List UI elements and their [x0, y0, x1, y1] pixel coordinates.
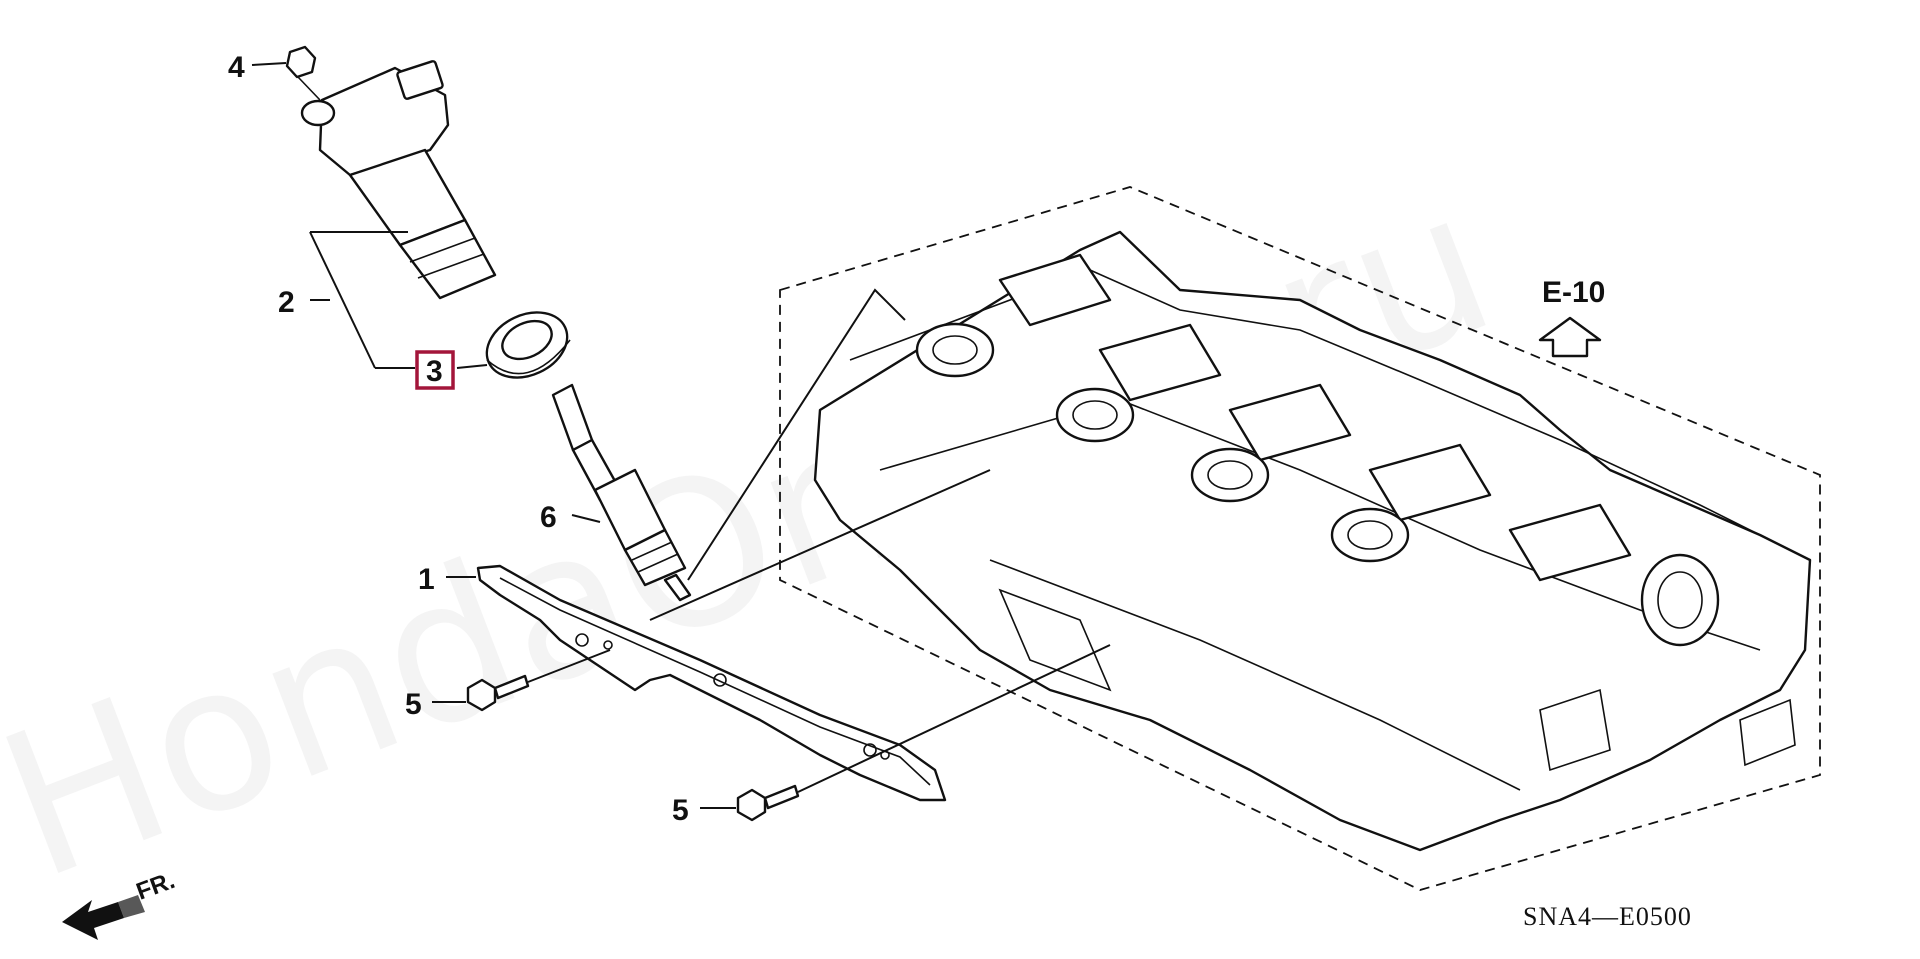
- flange-bolt-upper: [466, 674, 530, 712]
- reference-label[interactable]: E-10: [1542, 276, 1605, 309]
- callout-3[interactable]: 3: [426, 355, 443, 388]
- plug-hole-seal: [485, 311, 571, 379]
- cylinder-head: [779, 186, 1821, 891]
- ignition-coil: [300, 60, 497, 300]
- callout-3-highlight-box: [415, 350, 455, 390]
- cover-plate: [476, 564, 947, 802]
- callout-1[interactable]: 1: [418, 563, 435, 596]
- assembly-boundary: [779, 186, 1821, 891]
- diagram-code: SNA4—E0500: [1523, 902, 1692, 931]
- coil-bolt: [285, 45, 321, 101]
- callout-5-lower[interactable]: 5: [672, 794, 689, 827]
- front-arrow-icon: [62, 900, 124, 940]
- callout-4[interactable]: 4: [228, 51, 245, 84]
- callout-2[interactable]: 2: [278, 286, 295, 319]
- plug-tubes: [915, 322, 1410, 563]
- callout-5-upper[interactable]: 5: [405, 688, 422, 721]
- reference-e10[interactable]: E-10: [1538, 276, 1605, 358]
- spark-plug: [551, 383, 692, 602]
- leader-lines: [251, 62, 1111, 809]
- callout-6[interactable]: 6: [540, 501, 557, 534]
- up-arrow-icon: [1538, 316, 1602, 358]
- flange-bolt-lower: [736, 784, 800, 822]
